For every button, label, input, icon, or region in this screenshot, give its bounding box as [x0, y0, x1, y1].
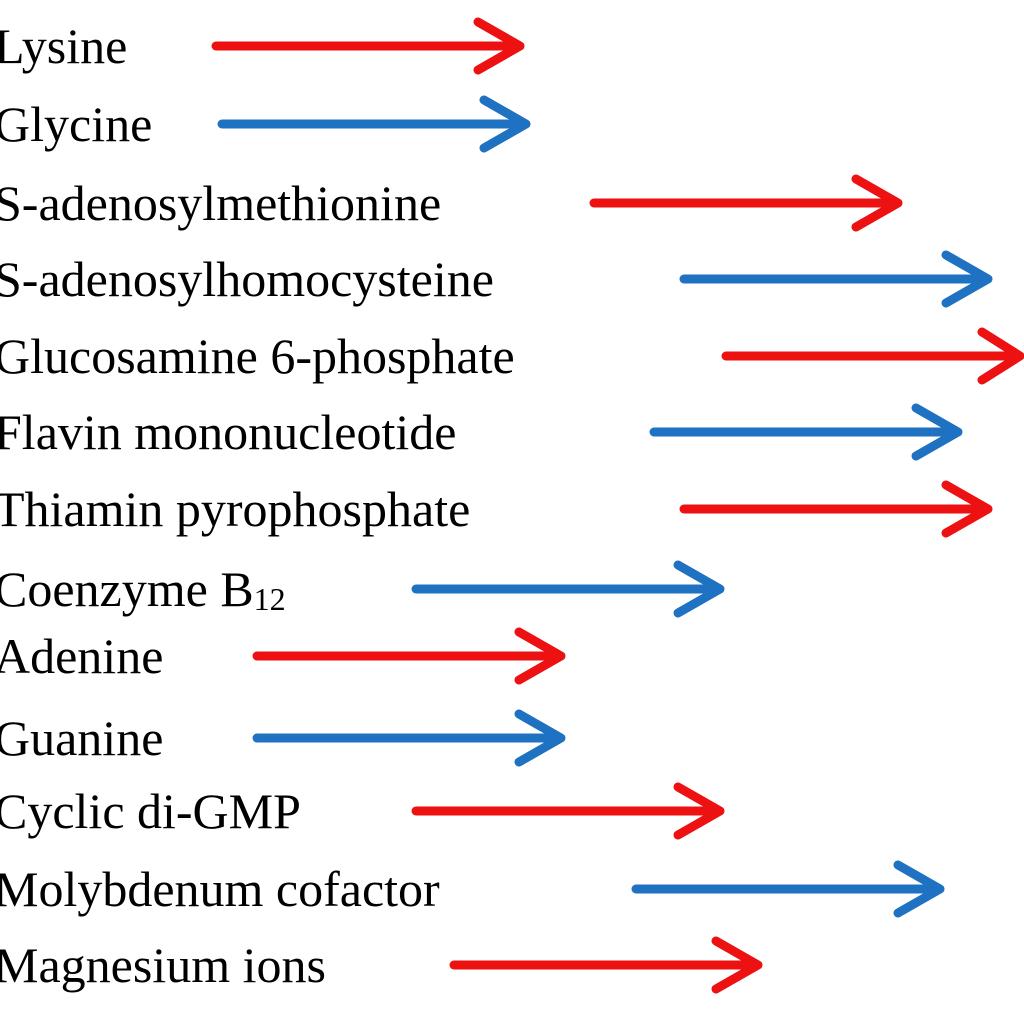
row-guanine: Guanine — [0, 700, 1024, 776]
row-glycine: Glycine — [0, 86, 1024, 162]
row-coenzyme-b12: Coenzyme B12 — [0, 551, 1024, 627]
ligand-label: S-adenosylhomocysteine — [0, 251, 494, 307]
ligand-label: Guanine — [0, 710, 164, 766]
ligand-label: S-adenosylmethionine — [0, 175, 442, 231]
arrow-right-icon — [679, 250, 993, 308]
arrow-right-icon — [252, 709, 566, 767]
ligand-label: Adenine — [0, 628, 164, 684]
arrow-right-icon — [649, 403, 963, 461]
arrow-right-icon — [252, 627, 566, 685]
arrow-right-icon — [411, 560, 725, 618]
arrow-right-icon — [411, 782, 725, 840]
ligand-label: Cyclic di-GMP — [0, 783, 301, 839]
row-thiamin-pyrophosphate: Thiamin pyrophosphate — [0, 471, 1024, 547]
ligand-label: Glycine — [0, 96, 153, 152]
ligand-label: Molybdenum cofactor — [0, 861, 440, 917]
row-s-adenosylmethionine: S-adenosylmethionine — [0, 165, 1024, 241]
ligand-label: Thiamin pyrophosphate — [0, 481, 471, 537]
ligand-label: Magnesium ions — [0, 937, 326, 993]
ligand-label: Flavin mononucleotide — [0, 404, 457, 460]
arrow-right-icon — [631, 860, 945, 918]
ligand-label: Glucosamine 6-phosphate — [0, 328, 515, 384]
row-molybdenum-cofactor: Molybdenum cofactor — [0, 851, 1024, 927]
subscript: 12 — [253, 581, 286, 617]
ligand-label: Coenzyme B12 — [0, 561, 286, 617]
row-s-adenosylhomocysteine: S-adenosylhomocysteine — [0, 241, 1024, 317]
row-adenine: Adenine — [0, 618, 1024, 694]
ligand-label: Lysine — [0, 18, 128, 74]
arrow-right-icon — [211, 17, 525, 75]
row-lysine: Lysine — [0, 8, 1024, 84]
arrow-right-icon — [721, 327, 1024, 385]
row-flavin-mononucleotide: Flavin mononucleotide — [0, 394, 1024, 470]
arrow-right-icon — [217, 95, 531, 153]
row-magnesium-ions: Magnesium ions — [0, 927, 1024, 1003]
row-glucosamine-6-phosphate: Glucosamine 6-phosphate — [0, 318, 1024, 394]
row-cyclic-di-gmp: Cyclic di-GMP — [0, 773, 1024, 849]
arrow-right-icon — [449, 936, 763, 994]
arrow-right-icon — [589, 174, 903, 232]
arrow-right-icon — [679, 480, 993, 538]
